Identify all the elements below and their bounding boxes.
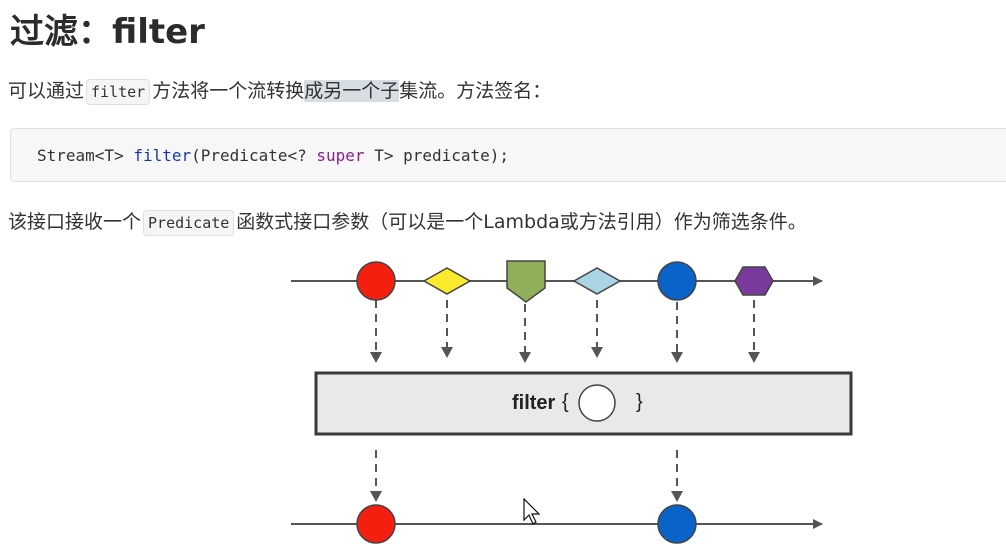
intro-text-before: 可以通过 xyxy=(8,80,85,102)
code-return-type: Stream<T> xyxy=(37,146,124,165)
filter-box-label: filter xyxy=(512,392,556,414)
drop-arrow-head xyxy=(748,352,760,363)
description-text-before: 该接口接收一个 xyxy=(8,211,142,233)
intro-text-middle: 方法将一个流转换 xyxy=(152,80,305,102)
drop-arrow-head xyxy=(591,347,603,358)
output-drop-arrows xyxy=(370,450,683,502)
red-circle-item xyxy=(356,261,396,301)
drop-arrow-head xyxy=(671,491,683,502)
blue-circle-item xyxy=(657,261,697,301)
blue-circle-output xyxy=(657,504,697,544)
code-method-name: filter xyxy=(133,146,192,165)
code-param-close: T> predicate); xyxy=(374,146,510,165)
filter-box-open-brace: { xyxy=(562,391,569,413)
page-title: 过滤：filter xyxy=(10,12,205,52)
input-drop-arrows xyxy=(370,300,760,363)
drop-arrow-head xyxy=(519,352,531,363)
drop-arrow-head xyxy=(671,352,683,363)
code-super-keyword: super xyxy=(316,146,365,165)
intro-text-after: 集流。方法签名： xyxy=(399,80,552,102)
green-pentagon-item xyxy=(506,260,546,303)
inline-code-predicate: Predicate xyxy=(143,210,235,236)
drop-arrow-head xyxy=(370,352,382,363)
output-items xyxy=(356,504,697,544)
code-param-open: (Predicate<? xyxy=(191,146,307,165)
mouse-cursor-icon xyxy=(523,497,541,525)
inline-code-filter: filter xyxy=(86,79,151,105)
text-selection-highlight[interactable]: 成另一个子 xyxy=(304,80,400,102)
description-text-after: 函数式接口参数（可以是一个Lambda或方法引用）作为筛选条件。 xyxy=(236,211,807,233)
drop-arrow-head xyxy=(441,347,453,358)
filter-box-close-brace: } xyxy=(636,391,643,413)
method-signature-codeblock: Stream<T> filter(Predicate<? super T> pr… xyxy=(10,128,1006,182)
yellow-diamond-item xyxy=(422,267,472,295)
filter-operator-box: filter { } xyxy=(314,371,853,436)
input-items xyxy=(356,260,774,303)
lightblue-diamond-item xyxy=(572,267,622,295)
red-circle-output xyxy=(356,504,396,544)
predicate-placeholder-circle xyxy=(578,384,616,422)
drop-arrow-head xyxy=(370,491,382,502)
purple-hexagon-item xyxy=(734,266,774,296)
